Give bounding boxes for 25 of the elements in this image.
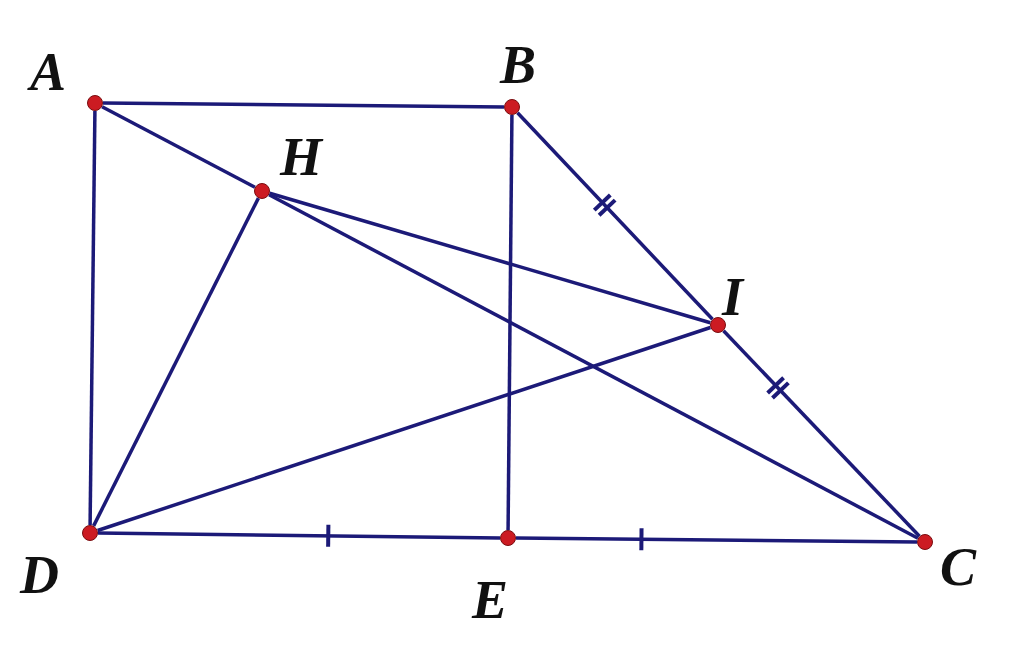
point-label: C: [940, 540, 977, 594]
point-label: B: [500, 38, 537, 92]
point-dot: [710, 317, 726, 333]
line-segment: [722, 329, 921, 538]
point-label: I: [722, 270, 743, 324]
point-label: D: [20, 548, 59, 602]
point-dot: [917, 534, 933, 550]
point-dot: [504, 99, 520, 115]
line-segment: [516, 536, 917, 544]
line-segment: [268, 193, 919, 540]
line-segment: [516, 111, 714, 321]
point-dot: [500, 530, 516, 546]
line-segment: [97, 325, 711, 533]
line-segment: [88, 110, 97, 526]
point-dot: [87, 95, 103, 111]
point-label: E: [472, 573, 509, 627]
line-segment: [103, 101, 504, 109]
line-segment: [97, 531, 501, 540]
line-segment: [101, 105, 256, 189]
point-dot: [254, 183, 270, 199]
point-label: H: [280, 130, 322, 184]
line-segment: [269, 191, 711, 325]
line-segment: [506, 115, 514, 530]
line-segment: [92, 197, 260, 527]
point-dot: [82, 525, 98, 541]
